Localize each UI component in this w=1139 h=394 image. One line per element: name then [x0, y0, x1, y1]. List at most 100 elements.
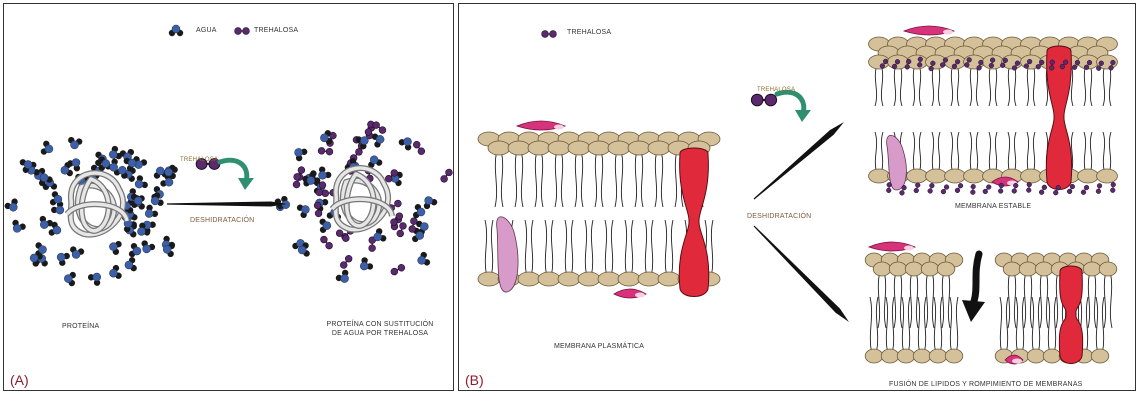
lipid-head [578, 272, 600, 286]
lipid-tails [1008, 132, 1016, 172]
lipid-head [873, 262, 891, 276]
lipid-tails [950, 297, 958, 352]
lipid-tails [1084, 132, 1092, 172]
trehalose-molecule [1080, 184, 1090, 195]
water-molecule [107, 264, 122, 281]
lipid-tails [565, 220, 573, 275]
lipid-head [1003, 262, 1021, 276]
lipid-tails [894, 273, 902, 328]
water-molecule [138, 239, 156, 255]
lipid-tails [913, 66, 921, 106]
lipid-tails [875, 66, 883, 106]
lipid-head [926, 169, 947, 183]
lipid-tails [1008, 66, 1016, 106]
legend-trehalose-icon-b [542, 31, 557, 38]
lipid-head [598, 272, 620, 286]
stable-magenta-top [904, 26, 954, 35]
lipid-tails [595, 152, 603, 207]
lipid-head [945, 349, 963, 363]
trehalose-molecule [318, 147, 333, 155]
water-molecule [4, 197, 22, 214]
lipid-head [1091, 349, 1109, 363]
lipid-tails [1088, 273, 1096, 328]
lipid-head [628, 141, 650, 155]
lipid-tails [1048, 297, 1056, 352]
water-molecule [87, 269, 105, 287]
lipid-tails [970, 132, 978, 172]
water-molecule [36, 215, 54, 232]
fused-membrane-left [865, 253, 963, 363]
trehalose-molecule [412, 140, 426, 156]
lipid-tails [1084, 66, 1092, 106]
lipid-tails [1103, 132, 1111, 172]
lipid-tails [585, 220, 593, 275]
arrow-to-stable [752, 120, 846, 202]
protein-trehalose-caption-line1: PROTEÍNA CON SUSTITUCIÓN [320, 320, 440, 329]
trehalose-molecule [396, 222, 407, 238]
lipid-tails [575, 152, 583, 207]
lipid-tails [1024, 273, 1032, 328]
fusion-magenta-left [869, 242, 915, 251]
lipid-tails [655, 152, 663, 207]
protein-trehalose-caption-line2: DE AGUA POR TREHALOSA [320, 329, 440, 338]
water-molecule [356, 256, 374, 274]
legend-water-icon [169, 25, 183, 36]
lipid-tails [545, 220, 553, 275]
water-molecule [67, 136, 83, 150]
lipid-tails [535, 152, 543, 207]
arrow-trehalose-label-b: TREHALOSA [757, 86, 795, 95]
lipid-head [889, 262, 907, 276]
lipid-tails [555, 152, 563, 207]
lipid-head [907, 169, 928, 183]
trehalose-molecule [319, 235, 334, 251]
fused-membrane-right [995, 253, 1117, 363]
lipid-head [1027, 349, 1045, 363]
lipid-tails [1040, 273, 1048, 328]
lipid-head [929, 349, 947, 363]
panel-b-letter: (B) [465, 372, 484, 388]
legend-trehalose-icon [235, 28, 250, 35]
trehalose-molecule [390, 263, 406, 276]
lipid-tails [926, 273, 934, 328]
lipid-head [881, 349, 899, 363]
water-molecule [54, 249, 71, 267]
trehalose-molecule [886, 182, 892, 193]
lipid-head [905, 262, 923, 276]
lipid-tails [902, 297, 910, 352]
dehydration-arrow [167, 202, 287, 207]
lipid-tails [894, 66, 902, 106]
lipid-tails [1000, 297, 1008, 352]
lipid-head [1035, 262, 1053, 276]
lipid-head [1099, 262, 1117, 276]
trehalose-molecule [954, 182, 964, 193]
lipid-tails [951, 66, 959, 106]
lipid-tails [878, 273, 886, 328]
lipid-head [548, 141, 570, 155]
water-molecule [128, 242, 142, 259]
stable-protein-pink [887, 135, 907, 190]
trehalose-molecule [1096, 183, 1103, 194]
lipid-head [1097, 169, 1118, 183]
arrow-to-fusion [752, 224, 851, 324]
trehalose-molecule [913, 182, 920, 193]
water-molecule [124, 257, 138, 273]
lipid-head [913, 349, 931, 363]
lipid-head [937, 262, 955, 276]
panel-a: AGUA TREHALOSA TREHALOSA DESHIDRATACIÓN … [3, 3, 454, 391]
lipid-tails [932, 66, 940, 106]
lipid-tails [934, 297, 942, 352]
protein-right [332, 168, 392, 230]
panel-b: TREHALOSA TREHALOSA DESHIDRATACIÓN MEMBR… [458, 3, 1136, 391]
lipid-tails [875, 132, 883, 172]
peripheral-protein [497, 217, 518, 292]
lipid-tails [525, 220, 533, 275]
lipid-head [865, 349, 883, 363]
transmembrane-protein [679, 148, 709, 297]
lipid-tails [515, 152, 523, 207]
water-molecule [291, 144, 309, 162]
lipid-tails [495, 152, 503, 207]
lipid-tails [645, 220, 653, 275]
lipid-tails [989, 66, 997, 106]
lipid-head [538, 272, 560, 286]
lipid-tails [870, 297, 878, 352]
